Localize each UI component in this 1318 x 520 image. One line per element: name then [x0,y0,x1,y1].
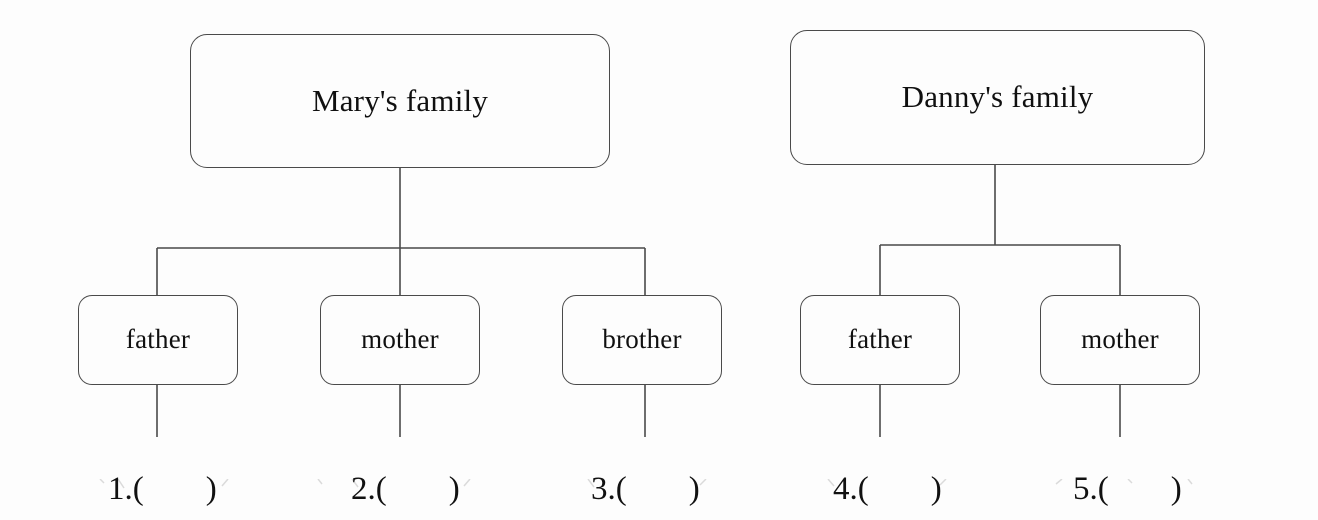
blank-close-paren: ) [1170,471,1182,507]
node-label: Mary's family [311,82,489,118]
answer-blank-3[interactable]: 3.() [558,440,700,520]
node-label: mother [361,324,439,355]
blank-number: 1. [108,471,133,507]
node-danny-father: father [800,295,960,385]
blank-number: 4. [833,471,858,507]
node-label: brother [602,324,682,355]
answer-blank-1[interactable]: 1.() [75,440,217,520]
blank-open-paren: ( [1097,471,1109,507]
node-mary-mother: mother [320,295,480,385]
answer-blank-2[interactable]: 2.() [318,440,460,520]
blank-close-paren: ) [930,471,942,507]
blank-open-paren: ( [132,471,144,507]
node-label: father [847,324,913,355]
answer-blank-4[interactable]: 4.() [800,440,942,520]
node-danny-mother: mother [1040,295,1200,385]
blank-close-paren: ) [205,471,217,507]
node-mary-brother: brother [562,295,722,385]
blank-open-paren: ( [615,471,627,507]
node-mary-father: father [78,295,238,385]
node-dannys-family: Danny's family [790,30,1205,165]
blank-open-paren: ( [375,471,387,507]
blank-number: 2. [351,471,376,507]
answer-blank-5[interactable]: 5.() [1040,440,1182,520]
node-label: mother [1081,324,1159,355]
blank-number: 3. [591,471,616,507]
blank-open-paren: ( [857,471,869,507]
node-label: Danny's family [901,79,1094,115]
node-marys-family: Mary's family [190,34,610,168]
blank-number: 5. [1073,471,1098,507]
blank-close-paren: ) [448,471,460,507]
node-label: father [125,324,191,355]
blank-close-paren: ) [688,471,700,507]
